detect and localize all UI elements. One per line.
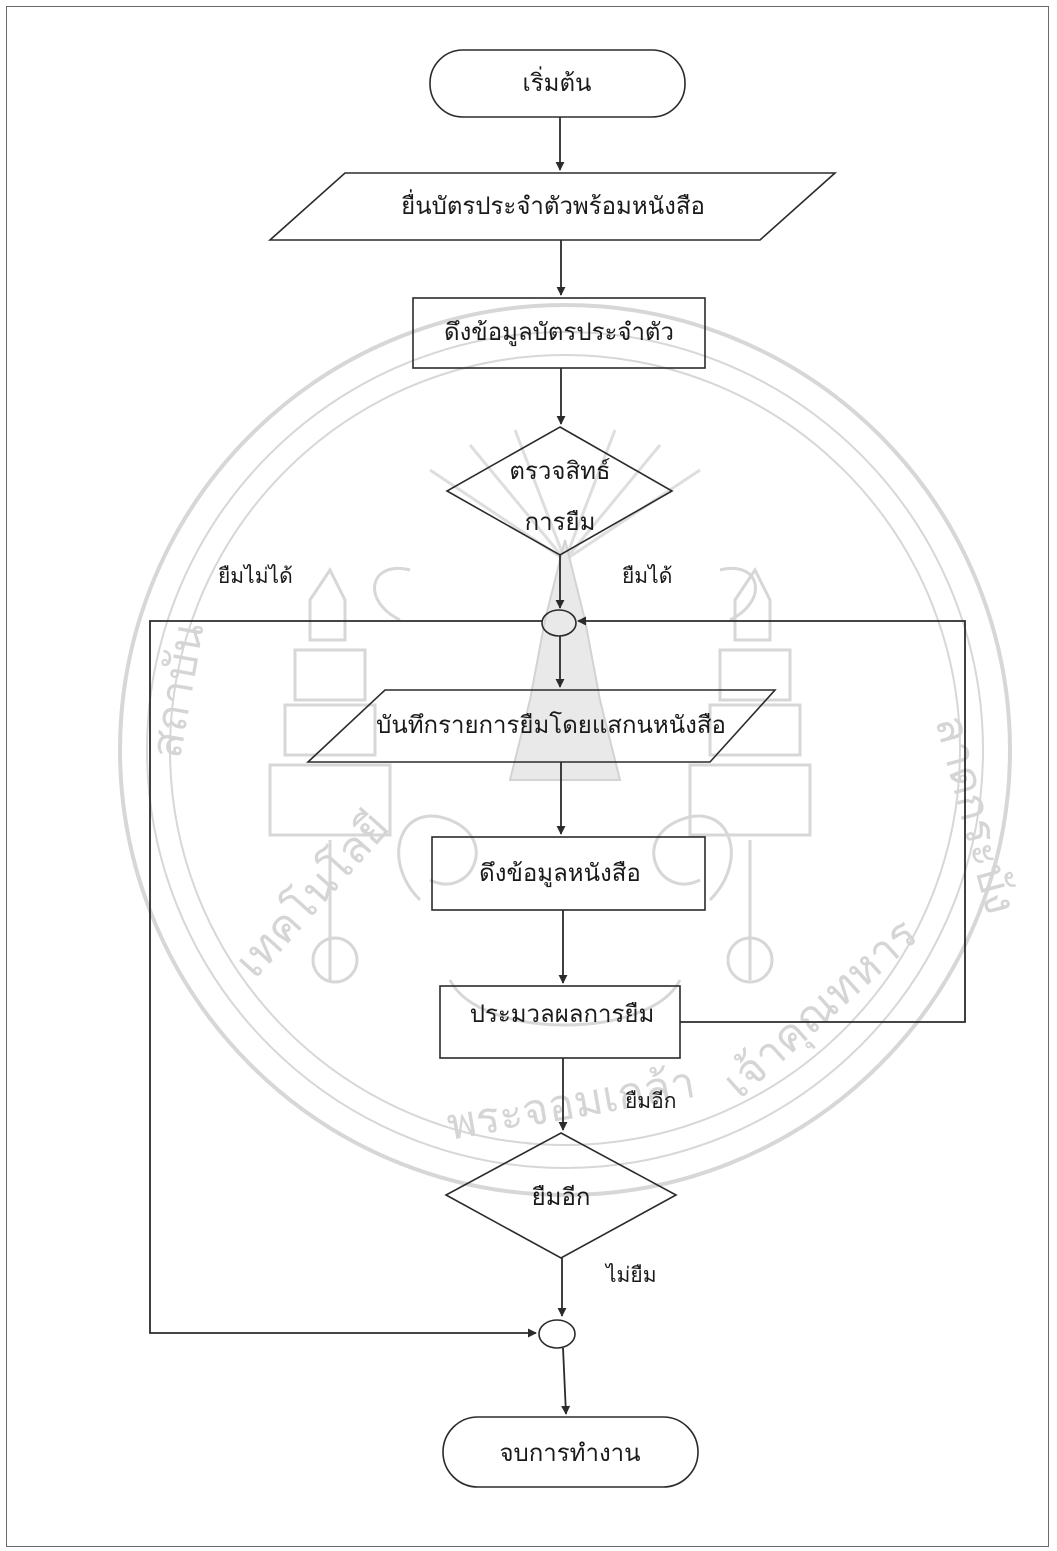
page-frame — [6, 6, 1049, 1547]
merge-connector-bottom — [538, 1319, 576, 1349]
edge-label-no-borrow: ไม่ยืม — [604, 1263, 657, 1287]
fetch-book-label: ดึงข้อมูลหนังสือ — [479, 859, 641, 888]
fetch-card-process — [412, 297, 706, 369]
start-label: เริ่มต้น — [523, 66, 592, 97]
start-terminal — [429, 49, 686, 118]
end-label: จบการทำงาน — [499, 1439, 640, 1467]
check-rights-label-line2: การยืม — [525, 508, 596, 536]
merge-connector-top — [541, 609, 577, 637]
submit-card-io — [267, 172, 838, 241]
fetch-card-label: ดึงข้อมูลบัตรประจำตัว — [444, 318, 674, 347]
process-loan-label: ประมวลผลการยืม — [470, 1000, 655, 1028]
borrow-again-decision — [444, 1132, 678, 1259]
record-loan-io — [305, 689, 777, 763]
edge-label-can-borrow: ยืมได้ — [622, 564, 672, 588]
edge-label-borrow-again: ยืมอีก — [625, 1089, 676, 1113]
watermark-seal: สถาบัน เทคโนโลยี พระจอมเกล้า เจ้าคุณทหาร… — [118, 303, 1026, 1197]
edge-cannot-borrow-path — [149, 620, 542, 1338]
arrow-merge-to-end — [561, 1347, 571, 1415]
record-loan-label: บันทึกรายการยืมโดยแสกนหนังสือ — [376, 711, 726, 739]
edge-label-cannot-borrow: ยืมไม่ได้ — [218, 564, 293, 588]
check-rights-label-line1: ตรวจสิทธ์ — [509, 457, 610, 485]
svg-text:สถาบัน: สถาบัน — [141, 619, 215, 762]
edge-loop-back-path — [577, 616, 966, 1023]
end-terminal — [442, 1416, 699, 1488]
borrow-again-label: ยืมอีก — [532, 1183, 591, 1211]
submit-card-label: ยื่นบัตรประจำตัวพร้อมหนังสือ — [401, 189, 705, 220]
fetch-book-process — [431, 836, 706, 911]
